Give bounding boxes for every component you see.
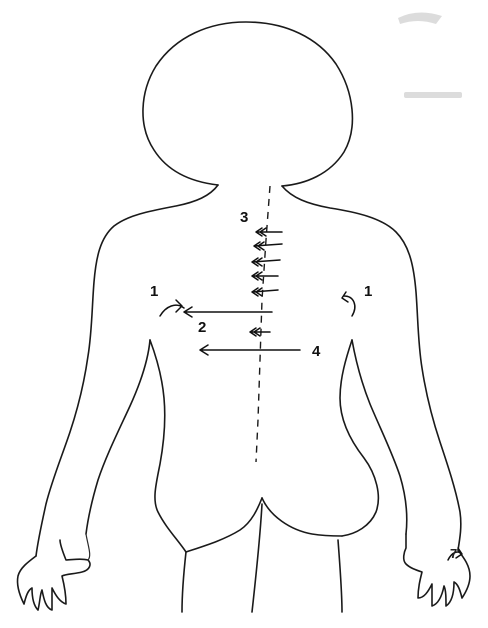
lower-arrow [200, 345, 300, 355]
left-arm-inner [86, 340, 150, 534]
right-shoulder-outline [282, 186, 461, 550]
left-shoulder-outline [36, 185, 218, 556]
buttocks-outline-right [262, 498, 342, 536]
spine-line [256, 186, 270, 462]
buttocks-outline [186, 498, 262, 552]
left-hand-outline [17, 540, 90, 610]
left-thumb-line [86, 534, 90, 560]
right-leg-outline [338, 540, 342, 612]
left-shoulder-arrow [160, 300, 184, 316]
right-shoulder-arrow [342, 292, 355, 316]
label-horizontal-arrow: 2 [198, 319, 206, 336]
right-arm-inner [352, 340, 407, 534]
label-spine-arrows: 3 [240, 209, 248, 226]
scan-artifacts [398, 12, 462, 98]
label-right-hand: 7 [450, 546, 457, 561]
label-left-shoulder: 1 [150, 283, 158, 300]
label-right-shoulder: 1 [364, 283, 372, 300]
right-hand-outline [404, 534, 470, 606]
label-lower-arrow: 4 [312, 343, 321, 360]
left-leg-outline [182, 552, 186, 612]
head-outline [143, 22, 352, 186]
horizontal-arrow [184, 307, 272, 317]
left-torso-outline [150, 340, 186, 552]
leg-gap-line [252, 504, 262, 612]
